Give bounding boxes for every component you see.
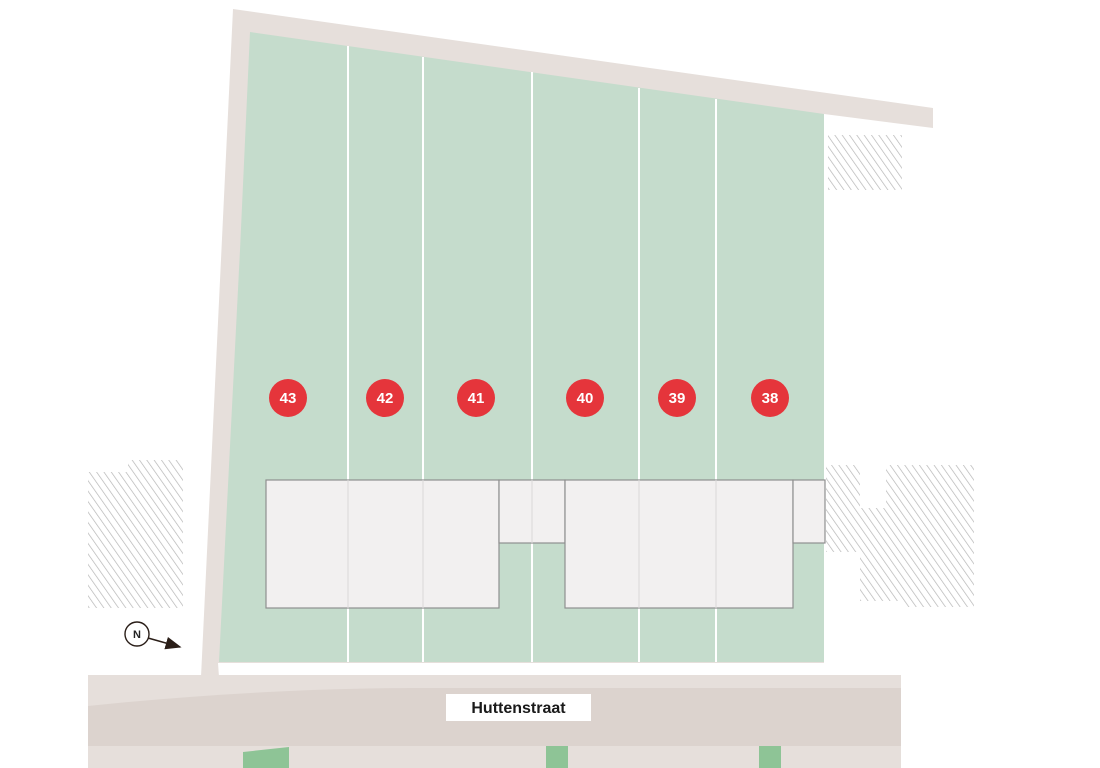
north-circle — [124, 621, 150, 647]
house-block-left — [265, 479, 500, 609]
neighbour-building-right — [826, 465, 974, 607]
plot-marker-circle — [457, 379, 495, 417]
plot-marker-circle — [751, 379, 789, 417]
house-connector-right — [792, 479, 826, 544]
plot-marker-42[interactable]: 42 — [366, 379, 404, 417]
neighbour-building-top-right — [828, 135, 902, 190]
green-strip-right — [759, 746, 781, 768]
house-internal-lines — [347, 480, 717, 608]
plot-markers: 43 42 41 40 39 38 — [269, 379, 789, 417]
plot-marker-40[interactable]: 40 — [566, 379, 604, 417]
north-arrow: N — [124, 621, 182, 650]
street-label: Huttenstraat — [446, 694, 591, 721]
north-label: N — [133, 629, 141, 641]
green-strips — [243, 746, 781, 768]
plot-marker-41[interactable]: 41 — [457, 379, 495, 417]
house-block-right — [564, 479, 794, 609]
neighbour-building-left — [88, 460, 183, 608]
north-arrow-pointer — [147, 636, 182, 650]
green-strip-middle — [546, 746, 568, 768]
plot-marker-circle — [658, 379, 696, 417]
plot-marker-43[interactable]: 43 — [269, 379, 307, 417]
plot-marker-39[interactable]: 39 — [658, 379, 696, 417]
plot-marker-circle — [366, 379, 404, 417]
plot-marker-circle — [269, 379, 307, 417]
plot-marker-38[interactable]: 38 — [751, 379, 789, 417]
green-strip-left — [243, 747, 289, 768]
street-name: Huttenstraat — [471, 700, 566, 717]
plot-marker-circle — [566, 379, 604, 417]
